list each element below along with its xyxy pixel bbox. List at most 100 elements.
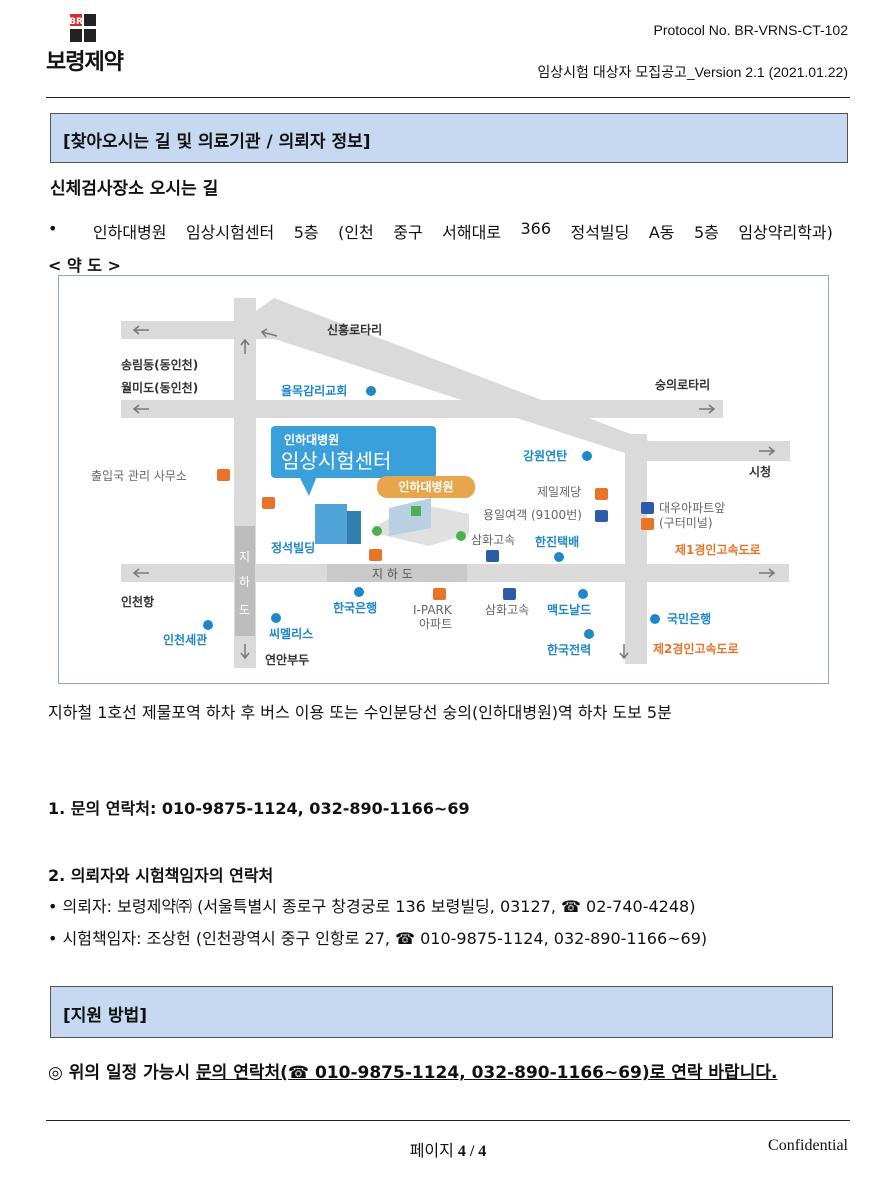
map-label: 강원연탄: [523, 448, 567, 463]
notice-prefix: ◎ 위의 일정 가능시: [48, 1063, 196, 1083]
bus-icon: [262, 497, 275, 509]
road-vertical-right: [625, 434, 647, 664]
map-label: 율목감리교회: [281, 383, 347, 398]
map-label: 씨멜리스: [269, 626, 313, 641]
map-label: 연안부두: [265, 652, 309, 667]
confidential-label: Confidential: [768, 1137, 848, 1154]
underpass-horizontal: [327, 564, 467, 582]
map-label: 국민은행: [667, 611, 711, 626]
map-label: 한국전력: [547, 642, 591, 657]
map-arrows: [132, 325, 776, 660]
jeongseok-building-icon: [315, 504, 361, 544]
address-word: 중구: [393, 223, 423, 242]
location-dot-icon: [582, 451, 592, 461]
location-dot-icon: [554, 552, 564, 562]
map-label: 한진택배: [535, 534, 579, 549]
location-dot-icon: [354, 587, 364, 597]
logo-mark-text: BR: [70, 17, 83, 27]
map-svg: 인하대병원 임상시험센터 인하대병원: [91, 298, 790, 668]
investigator-contact: • 시험책임자: 조상헌 (인천광역시 중구 인항로 27, ☎ 010-987…: [48, 929, 708, 948]
section-title-directions: [찾아오시는 길 및 의료기관 / 의뢰자 정보]: [50, 113, 848, 163]
map-label-center: 임상시험센터: [281, 449, 391, 473]
arrow-right-icon: [759, 446, 776, 456]
protocol-number: Protocol No. BR-VRNS-CT-102: [653, 22, 848, 38]
map-bus-icons: [217, 469, 654, 600]
bus-icon: [595, 510, 608, 522]
center-callout-box: [271, 426, 436, 478]
address-line: • 인하대병원 임상시험센터 5층 (인천 중구 서해대로 366 정석빌딩 A…: [48, 219, 833, 243]
map-label: 맥도날드: [547, 602, 591, 617]
footer-divider: [46, 1120, 850, 1121]
map-label-underpass: 하: [239, 575, 250, 589]
arrow-left-icon: [132, 325, 149, 335]
notice-contact: 문의 연락처(☎ 010-9875-1124, 032-890-1166~69)…: [196, 1063, 778, 1083]
company-logo-icon: BR: [69, 14, 96, 42]
bus-icon: [641, 502, 654, 514]
map-label: 제일제당: [537, 485, 581, 499]
bus-icon: [433, 588, 446, 600]
map-title: < 약 도 >: [48, 256, 121, 275]
map-label-underpass: 지 하 도: [372, 567, 413, 581]
address-word: A동: [648, 223, 675, 242]
address-word: 5층: [293, 223, 319, 242]
address-word: 5층: [693, 223, 719, 242]
road-upper: [121, 400, 723, 418]
arrow-right-icon: [759, 568, 776, 578]
map-label: 숭의로타리: [655, 377, 710, 392]
map-label: (구터미널): [659, 516, 713, 530]
map-label: 인천항: [121, 594, 154, 609]
underpass-vertical: [235, 526, 255, 636]
document-version: 임상시험 대상자 모집공고_Version 2.1 (2021.01.22): [537, 64, 848, 80]
location-dot-icon: [584, 629, 594, 639]
map-label: 아파트: [419, 617, 452, 631]
bullet: •: [48, 219, 58, 238]
page-count: 4 / 4: [457, 1143, 487, 1160]
hospital-tag: [377, 476, 475, 498]
map-label: 인천세관: [163, 632, 207, 647]
map-label-underpass: 지: [239, 550, 250, 564]
contact-heading: 2. 의뢰자와 시험책임자의 연락처: [48, 866, 274, 885]
map-label: 제2경인고속도로: [653, 641, 739, 656]
arrow-down-icon: [240, 644, 250, 660]
arrow-up-icon: [240, 338, 250, 354]
arrow-right-icon: [699, 404, 716, 414]
map-label: 삼화고속: [471, 533, 515, 547]
company-name: 보령제약: [46, 50, 124, 75]
address-word: 인하대병원: [92, 223, 167, 242]
map-label: 송림동(동인천): [121, 357, 198, 372]
apply-notice: ◎ 위의 일정 가능시 문의 연락처(☎ 010-9875-1124, 032-…: [48, 1058, 777, 1083]
arrow-left-icon: [132, 568, 149, 578]
clinical-center-callout: 인하대병원 임상시험센터: [271, 426, 436, 496]
map-label: 삼화고속: [485, 603, 529, 617]
map-label: 한국은행: [333, 600, 377, 615]
page-number: 페이지 4 / 4: [0, 1137, 896, 1161]
address-word: 서해대로: [442, 223, 502, 242]
bus-icon: [217, 469, 230, 481]
bus-icon: [595, 488, 608, 500]
location-dot-icon: [203, 620, 213, 630]
map-label: 용일여객 (9100번): [483, 508, 582, 522]
road-diagonal: [256, 298, 649, 461]
map-label: 시청: [749, 464, 771, 479]
subway-directions: 지하철 1호선 제물포역 하차 후 버스 이용 또는 수인분당선 숭의(인하대병…: [48, 703, 672, 722]
bus-icon: [486, 550, 499, 562]
bus-icon: [641, 518, 654, 530]
contact-phone: 1. 문의 연락처: 010-9875-1124, 032-890-1166~6…: [48, 799, 470, 818]
location-dot-icon: [271, 613, 281, 623]
location-dot-icon: [650, 614, 660, 624]
map-label: 대우아파트앞: [659, 501, 725, 515]
road-right: [625, 441, 790, 461]
map-label: 출입국 관리 사무소: [91, 469, 187, 483]
map-blue-dots: [203, 386, 660, 639]
map-label: 정석빌딩: [271, 540, 315, 555]
map-label: 제1경인고속도로: [675, 542, 761, 557]
map-label: I-PARK: [413, 603, 453, 617]
map-label-hospital-tag: 인하대병원: [398, 479, 453, 494]
address-word: (인천: [338, 223, 374, 242]
arrow-diagonal-icon: [260, 328, 278, 338]
address-word: 정석빌딩: [570, 223, 630, 242]
location-dot-icon: [578, 589, 588, 599]
hospital-building-icon: 인하대병원: [372, 476, 475, 546]
header-divider: [46, 97, 850, 98]
sponsor-contact: • 의뢰자: 보령제약㈜ (서울특별시 종로구 창경궁로 136 보령빌딩, 0…: [48, 897, 696, 916]
